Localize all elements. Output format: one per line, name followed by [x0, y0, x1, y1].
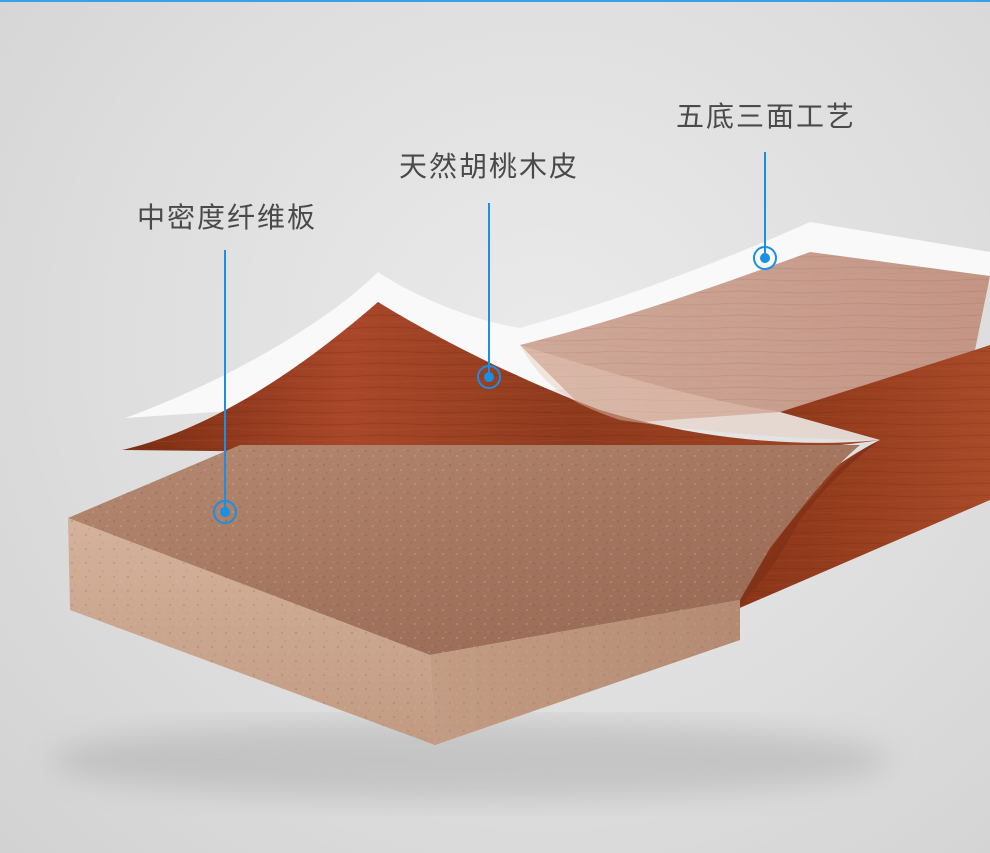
process-marker-icon [753, 246, 777, 270]
top-border [0, 0, 990, 2]
ground-shadow [50, 720, 890, 800]
mdf-marker-icon [213, 500, 237, 524]
veneer-callout-label: 天然胡桃木皮 [399, 150, 580, 183]
veneer-curl [735, 440, 880, 610]
mdf-callout-label: 中密度纤维板 [137, 201, 318, 234]
veneer-marker-icon [477, 365, 501, 389]
process-callout-label: 五底三面工艺 [676, 100, 857, 133]
